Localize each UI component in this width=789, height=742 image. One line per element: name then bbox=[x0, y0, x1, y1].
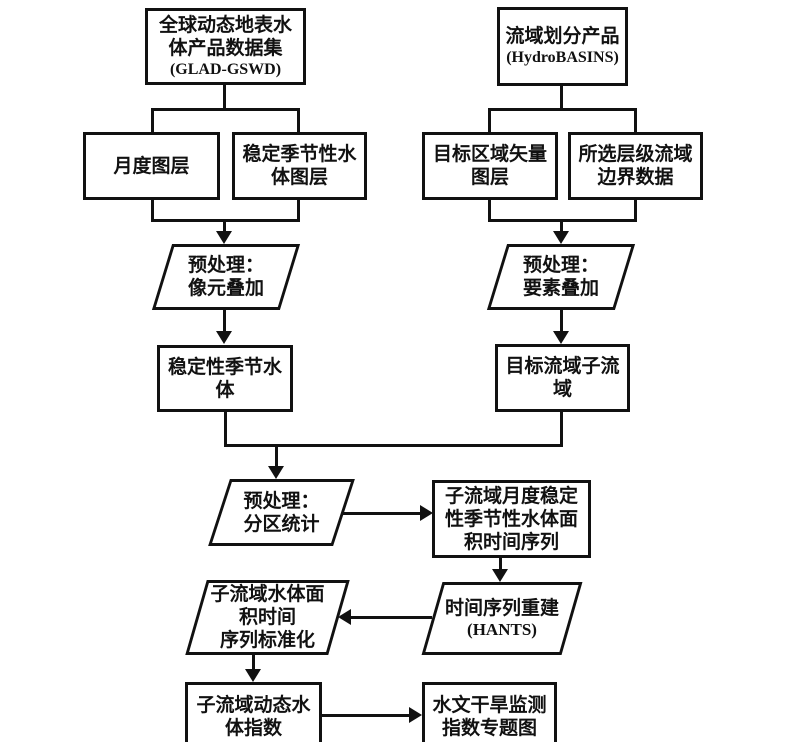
arrowhead-to-standardize bbox=[338, 609, 351, 625]
node-stable-seasonal-layer: 稳定季节性水 体图层 bbox=[232, 132, 367, 200]
node-sublabel: (HydroBASINS) bbox=[506, 49, 619, 66]
node-area-normalization: 子流域水体面 积时间 序列标准化 bbox=[185, 580, 350, 655]
node-label: 所选层级流域 边界数据 bbox=[578, 144, 693, 188]
node-drought-thematic-map: 水文干旱监测 指数专题图 bbox=[422, 682, 557, 742]
arrow-to-hants-line bbox=[499, 558, 502, 570]
node-label: 全球动态地表水 体产品数据集 bbox=[158, 14, 292, 59]
arrow-to-thematic-line bbox=[322, 714, 410, 717]
arrow-to-pre-pixel-line bbox=[223, 220, 226, 232]
arrowhead-to-pre-element bbox=[553, 231, 569, 244]
connector-to-stable-layer bbox=[297, 108, 300, 132]
node-dynamic-water-index: 子流域动态水 体指数 bbox=[185, 682, 322, 742]
node-target-subbasins: 目标流域子流 域 bbox=[495, 344, 630, 412]
node-monthly-area-timeseries: 子流域月度稳定 性季节性水体面 积时间序列 bbox=[432, 480, 591, 558]
connector-stable-layer-down bbox=[297, 200, 300, 222]
node-preprocess-pixel-overlay: 预处理： 像元叠加 bbox=[151, 244, 301, 310]
connector-hydro-split-bar bbox=[488, 108, 637, 111]
node-label: 预处理： 要素叠加 bbox=[522, 255, 599, 299]
node-label: 目标流域子流 域 bbox=[505, 356, 620, 400]
node-sublabel: (HANTS) bbox=[467, 620, 537, 639]
arrowhead-to-pre-pixel bbox=[216, 231, 232, 244]
arrow-to-stable-water-line bbox=[223, 310, 226, 332]
connector-target-vector-down bbox=[488, 200, 491, 222]
arrowhead-to-timeseries bbox=[420, 505, 433, 521]
connector-stable-water-down bbox=[224, 412, 227, 447]
node-label: 流域划分产品 bbox=[505, 26, 620, 47]
arrow-to-pre-element-line bbox=[560, 220, 563, 232]
node-hydrobasins-product: 流域划分产品 (HydroBASINS) bbox=[497, 7, 628, 86]
node-target-vector-layer: 目标区域矢量 图层 bbox=[422, 132, 558, 200]
node-label: 子流域月度稳定 性季节性水体面 积时间序列 bbox=[444, 485, 578, 553]
connector-glad-split-bar bbox=[151, 108, 300, 111]
arrowhead-to-dyn-index bbox=[245, 669, 261, 682]
connector-boundary-down bbox=[634, 200, 637, 222]
arrow-to-timeseries-line bbox=[343, 512, 421, 515]
connector-to-boundary bbox=[634, 108, 637, 132]
node-glad-gswd-dataset: 全球动态地表水 体产品数据集 (GLAD-GSWD) bbox=[145, 8, 306, 85]
node-label: 月度图层 bbox=[113, 155, 190, 177]
connector-target-sub-down bbox=[560, 412, 563, 447]
node-label: 子流域水体面 积时间 序列标准化 bbox=[210, 584, 325, 651]
arrowhead-to-zonal bbox=[268, 466, 284, 479]
node-label: 预处理： 像元叠加 bbox=[187, 255, 264, 299]
node-label: 子流域动态水 体指数 bbox=[196, 695, 311, 739]
node-label: 水文干旱监测 指数专题图 bbox=[432, 695, 547, 739]
connector-hydro-stem bbox=[560, 86, 563, 108]
node-monthly-layers: 月度图层 bbox=[83, 132, 220, 200]
connector-to-target-vector bbox=[488, 108, 491, 132]
arrowhead-to-target-sub bbox=[553, 331, 569, 344]
arrowhead-to-thematic bbox=[409, 707, 422, 723]
node-label: 稳定季节性水 体图层 bbox=[242, 144, 357, 188]
node-stable-seasonal-water: 稳定性季节水 体 bbox=[157, 345, 293, 412]
arrow-to-dyn-index-line bbox=[252, 655, 255, 670]
node-sublabel: (GLAD-GSWD) bbox=[169, 60, 282, 78]
node-hants-reconstruction: 时间序列重建 (HANTS) bbox=[421, 582, 583, 655]
connector-to-monthly bbox=[151, 108, 154, 132]
node-preprocess-feature-overlay: 预处理： 要素叠加 bbox=[486, 244, 636, 310]
arrow-to-zonal-line bbox=[275, 447, 278, 467]
node-basin-boundary-data: 所选层级流域 边界数据 bbox=[568, 132, 703, 200]
connector-glad-stem bbox=[223, 85, 226, 108]
arrow-to-target-sub-line bbox=[560, 310, 563, 332]
arrowhead-to-stable-water bbox=[216, 331, 232, 344]
connector-monthly-down bbox=[151, 200, 154, 222]
node-label: 预处理： 分区统计 bbox=[243, 490, 320, 535]
node-preprocess-zonal-stats: 预处理： 分区统计 bbox=[208, 479, 355, 546]
node-label: 稳定性季节水 体 bbox=[167, 356, 282, 401]
node-label: 目标区域矢量 图层 bbox=[432, 144, 547, 188]
arrowhead-to-hants bbox=[492, 569, 508, 582]
connector-main-merge-bar bbox=[224, 444, 563, 447]
arrow-to-standardize-line bbox=[351, 616, 432, 619]
node-label: 时间序列重建 bbox=[444, 598, 559, 619]
